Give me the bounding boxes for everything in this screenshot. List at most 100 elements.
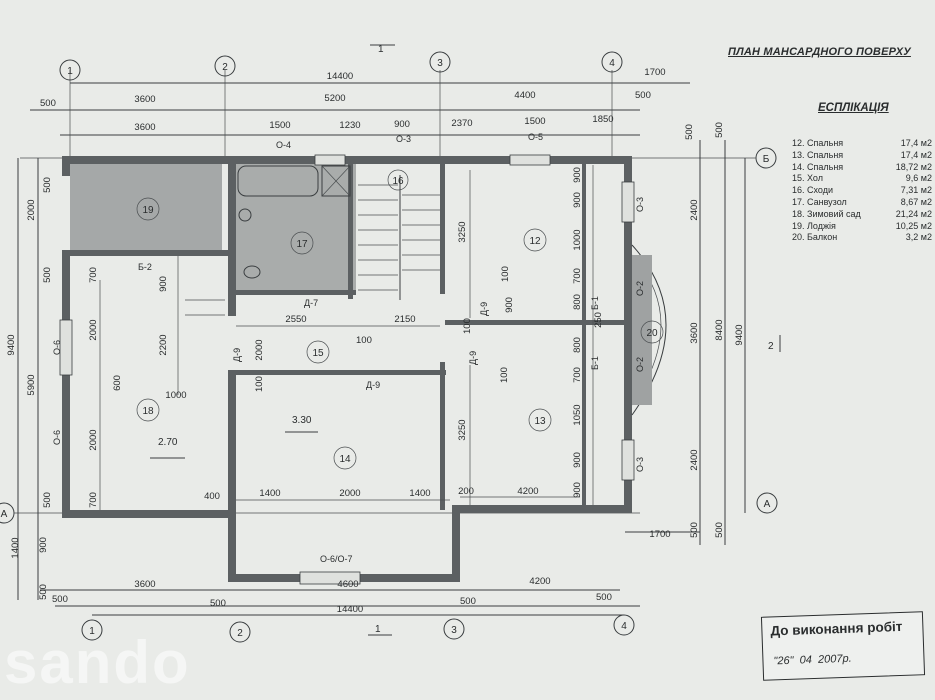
dim-bot2-a: 500 — [52, 594, 68, 605]
dim-v-800a: 800 — [572, 294, 583, 310]
dim-top2-a: 3600 — [134, 94, 155, 105]
door-b2: Б-2 — [138, 262, 152, 272]
dim-right-500c: 500 — [689, 522, 700, 538]
window-o3a: О-3 — [396, 134, 411, 144]
dim-v-900c: 900 — [572, 192, 583, 208]
door-b1a: Б-1 — [590, 296, 600, 310]
level-270: 2.70 — [158, 437, 178, 448]
dim-in-2550: 2550 — [285, 314, 306, 325]
dim-in-200: 200 — [458, 486, 474, 497]
level-330: 3.30 — [292, 415, 312, 426]
room-14: 14 — [339, 454, 351, 465]
door-b1b: Б-1 — [590, 356, 600, 370]
dim-edge-500b: 500 — [635, 90, 651, 101]
dim-right-3600: 3600 — [689, 322, 700, 343]
room-19: 19 — [142, 205, 154, 216]
dim-top2-b: 5200 — [324, 93, 345, 104]
dim-v-900b: 900 — [572, 167, 583, 183]
dim-in-100d: 100 — [499, 367, 510, 383]
dim-v-1050: 1050 — [572, 404, 583, 425]
dim-bot1-b: 4600 — [337, 579, 358, 590]
dim-v-900d: 900 — [572, 452, 583, 468]
window-o6a: О-6 — [52, 340, 62, 355]
dim-in-4200: 4200 — [517, 486, 538, 497]
room-18: 18 — [142, 406, 154, 417]
window-o3c: О-3 — [635, 457, 645, 472]
dim-left-total: 9400 — [6, 334, 17, 355]
dim-left-500d: 500 — [38, 584, 49, 600]
top-dimension-lines — [30, 70, 690, 160]
dim-in-2150: 2150 — [394, 314, 415, 325]
dim-right-8400: 8400 — [714, 319, 725, 340]
dim-in-100c: 100 — [500, 266, 511, 282]
dim-v-2000b: 2000 — [88, 429, 99, 450]
dim-top3-c: 1230 — [339, 120, 360, 131]
room-markers: 19 17 16 12 15 18 14 13 20 — [136, 169, 664, 470]
bottom-dimension-lines — [40, 531, 700, 616]
stamp-date: "26" 04 2007р. — [773, 652, 852, 668]
interior-dimension-lines — [99, 165, 594, 510]
loggia-shading — [70, 163, 222, 256]
dim-in-1400b: 1400 — [409, 488, 430, 499]
dim-v-700a: 700 — [88, 267, 99, 283]
dim-bot1-a: 3600 — [134, 579, 155, 590]
window-o2a: О-2 — [635, 281, 645, 296]
door-d9d: Д-9 — [468, 351, 478, 365]
axis-2-top: 2 — [222, 62, 228, 73]
dim-v-900f: 900 — [504, 297, 515, 313]
axis-a-left: A — [1, 509, 8, 520]
door-d7: Д-7 — [304, 298, 318, 308]
room-17: 17 — [296, 239, 308, 250]
room-20: 20 — [646, 328, 658, 339]
dim-v-250: 250 — [593, 312, 604, 328]
axis-1-bottom: 1 — [89, 626, 95, 637]
window-o4: О-4 — [276, 140, 291, 150]
dim-v-2200: 2200 — [158, 334, 169, 355]
room-15: 15 — [312, 348, 324, 359]
dim-top3-d: 900 — [394, 119, 410, 130]
dim-v-2000c: 2000 — [254, 339, 265, 360]
dim-bot1-c: 4200 — [529, 576, 550, 587]
axis-4-top: 4 — [609, 58, 615, 69]
dim-right-500d: 500 — [714, 522, 725, 538]
dim-in-100b: 100 — [254, 376, 265, 392]
axis-a-right: A — [764, 499, 771, 510]
dim-left-500b: 500 — [42, 267, 53, 283]
dim-top3-a: 3600 — [134, 122, 155, 133]
dim-left-5900: 5900 — [26, 374, 37, 395]
dim-left-900: 900 — [38, 537, 49, 553]
page-title: ПЛАН МАНСАРДНОГО ПОВЕРХУ — [728, 46, 911, 58]
legend-title: ЕСПЛІКАЦІЯ — [818, 102, 889, 114]
room-12: 12 — [529, 236, 541, 247]
dim-left-500c: 500 — [42, 492, 53, 508]
dim-top3-f: 1500 — [524, 116, 545, 127]
door-d9b: Д-9 — [366, 380, 380, 390]
dim-top3-g: 1850 — [592, 114, 613, 125]
window-o67: О-6/О-7 — [320, 554, 353, 564]
window-o5: О-5 — [528, 132, 543, 142]
dim-right-total: 9400 — [734, 324, 745, 345]
axis-4-bottom: 4 — [621, 621, 627, 632]
axis-2-bottom: 2 — [237, 628, 243, 639]
dim-right-2400b: 2400 — [689, 449, 700, 470]
axis-markers: 1 2 3 4 1 2 3 4 Б A A — [0, 51, 778, 643]
dim-edge-500a: 500 — [40, 98, 56, 109]
axis-3-bottom: 3 — [451, 625, 457, 636]
dim-v-2000a: 2000 — [88, 319, 99, 340]
dim-in-400: 400 — [204, 491, 220, 502]
dim-bot2-b: 500 — [210, 598, 226, 609]
dim-v-700d: 700 — [572, 367, 583, 383]
dim-left-500a: 500 — [42, 177, 53, 193]
watermark: sando — [4, 629, 191, 696]
dim-v-800b: 800 — [572, 337, 583, 353]
dim-left-1400: 1400 — [10, 537, 21, 558]
approval-stamp: До виконання робіт "26" 04 2007р. — [760, 611, 926, 681]
